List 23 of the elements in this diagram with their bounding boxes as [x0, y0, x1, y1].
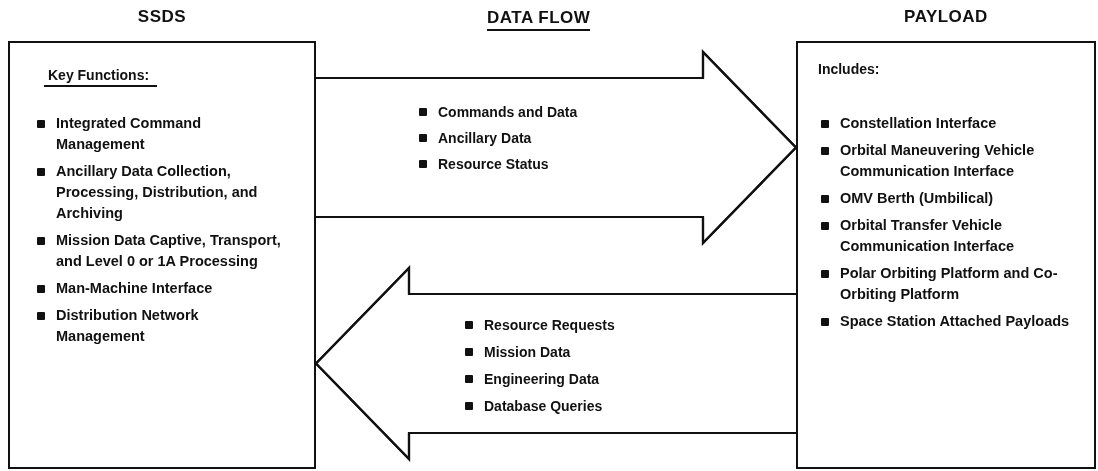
bullet-item: Database Queries: [462, 395, 702, 417]
bullet-item: OMV Berth (Umbilical): [818, 188, 1080, 209]
bullet-item: Mission Data: [462, 341, 702, 363]
section-heading: Key Functions:: [44, 67, 158, 87]
bullet-item: Mission Data Captive, Transport, and Level 0 or 1A Processing: [34, 230, 284, 272]
bullet-item: Distribution Network Management: [34, 305, 284, 347]
column-heading: PAYLOAD: [903, 7, 989, 27]
bullet-item: Man-Machine Interface: [34, 278, 284, 299]
bullet-item: Engineering Data: [462, 368, 702, 390]
bullet-item: Orbital Maneuvering Vehicle Communication Interface: [818, 140, 1080, 182]
bullet-item: Space Station Attached Payloads: [818, 311, 1080, 332]
bullet-item: Orbital Transfer Vehicle Communication Interface: [818, 215, 1080, 257]
bullet-item: Polar Orbiting Platform and Co-Orbiting Platform: [818, 263, 1080, 305]
bullet-item: Resource Status: [416, 152, 656, 176]
bullet-item: Ancillary Data: [416, 126, 656, 150]
section-title: DATA FLOW: [487, 8, 591, 31]
bullet-item: Commands and Data: [416, 100, 656, 124]
bullet-item: Integrated Command Management: [34, 113, 284, 155]
section-heading: Includes:: [818, 61, 880, 77]
bullet-item: Ancillary Data Collection, Processing, Distribution, and Archiving: [34, 161, 284, 224]
column-heading: SSDS: [136, 7, 188, 27]
bullet-item: Resource Requests: [462, 314, 702, 336]
bullet-item: Constellation Interface: [818, 113, 1080, 134]
